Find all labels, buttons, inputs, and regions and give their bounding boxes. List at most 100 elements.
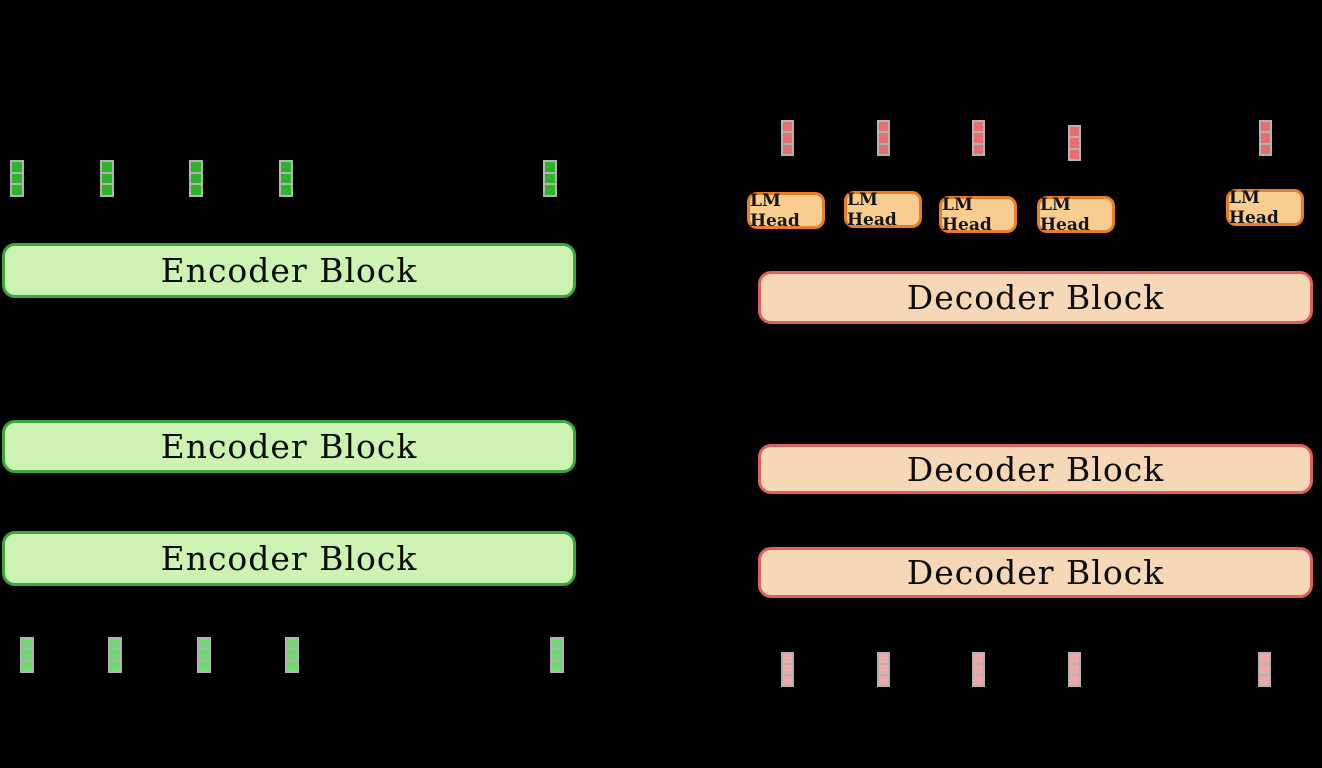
token-cell: [783, 654, 792, 663]
decoder-block-1: Decoder Block: [758, 271, 1313, 324]
token-cell: [974, 144, 983, 154]
decoder-block-3: Decoder Block: [758, 547, 1313, 598]
token-cell: [879, 133, 888, 143]
lm-head-label: LM Head: [750, 190, 800, 231]
token-cell: [191, 185, 201, 196]
token-cell: [287, 639, 297, 649]
encoder-block-label: Encoder Block: [160, 251, 418, 290]
decoder-input-token-column: [972, 652, 985, 687]
token-cell: [879, 665, 888, 674]
decoder-input-token-column: [1258, 652, 1271, 687]
token-cell: [281, 185, 291, 196]
token-cell: [22, 661, 32, 671]
token-cell: [110, 639, 120, 649]
token-cell: [1260, 676, 1269, 685]
token-cell: [879, 122, 888, 132]
token-cell: [281, 173, 291, 184]
decoder-output-token-column: [1259, 120, 1272, 156]
decoder-block-2: Decoder Block: [758, 444, 1313, 494]
decoder-block-label: Decoder Block: [906, 553, 1165, 592]
token-cell: [110, 650, 120, 660]
encoder-hidden-token-column: [189, 160, 203, 197]
encoder-block-2: Encoder Block: [2, 420, 576, 473]
token-cell: [287, 661, 297, 671]
encoder-input-token-column: [108, 637, 122, 673]
token-cell: [1070, 127, 1079, 137]
token-cell: [22, 650, 32, 660]
decoder-output-token-column: [877, 120, 890, 156]
token-cell: [102, 162, 112, 172]
token-cell: [1261, 122, 1270, 132]
decoder-output-token-column: [1068, 125, 1081, 161]
token-cell: [545, 173, 555, 184]
lm-head-label: LM Head: [1229, 187, 1279, 228]
lm-head-box-1: LM Head: [747, 190, 825, 231]
token-cell: [1260, 665, 1269, 674]
lm-head-box-4: LM Head: [1037, 194, 1115, 235]
token-cell: [974, 676, 983, 685]
token-cell: [974, 133, 983, 143]
token-cell: [1070, 138, 1079, 148]
token-cell: [879, 676, 888, 685]
token-cell: [974, 654, 983, 663]
token-cell: [1261, 144, 1270, 154]
lm-head-box-3: LM Head: [939, 194, 1017, 235]
token-cell: [281, 162, 291, 172]
token-cell: [552, 639, 562, 649]
token-cell: [22, 639, 32, 649]
encoder-hidden-token-column: [279, 160, 293, 197]
lm-head-label: LM Head: [847, 189, 897, 230]
token-cell: [110, 661, 120, 671]
token-cell: [1070, 665, 1079, 674]
token-cell: [12, 173, 22, 184]
encoder-block-1: Encoder Block: [2, 243, 576, 298]
decoder-output-token-column: [781, 120, 794, 156]
token-cell: [102, 173, 112, 184]
encoder-hidden-token-column: [10, 160, 24, 197]
token-cell: [191, 162, 201, 172]
token-cell: [287, 650, 297, 660]
encoder-block-label: Encoder Block: [160, 539, 418, 578]
token-cell: [552, 650, 562, 660]
token-cell: [783, 676, 792, 685]
decoder-block-label: Decoder Block: [906, 449, 1165, 489]
token-cell: [1260, 654, 1269, 663]
encoder-block-3: Encoder Block: [2, 531, 576, 586]
encoder-input-token-column: [285, 637, 299, 673]
encoder-hidden-token-column: [100, 160, 114, 197]
lm-head-box-2: LM Head: [844, 189, 922, 230]
token-cell: [974, 122, 983, 132]
token-cell: [545, 162, 555, 172]
token-cell: [1070, 676, 1079, 685]
decoder-input-token-column: [781, 652, 794, 687]
token-cell: [102, 185, 112, 196]
token-cell: [783, 122, 792, 132]
lm-head-box-5: LM Head: [1226, 187, 1304, 228]
token-cell: [199, 650, 209, 660]
token-cell: [879, 144, 888, 154]
token-cell: [545, 185, 555, 196]
token-cell: [199, 661, 209, 671]
decoder-output-token-column: [972, 120, 985, 156]
token-cell: [879, 654, 888, 663]
lm-head-label: LM Head: [942, 194, 992, 235]
decoder-input-token-column: [1068, 652, 1081, 687]
token-cell: [199, 639, 209, 649]
token-cell: [552, 661, 562, 671]
token-cell: [12, 185, 22, 196]
token-cell: [191, 173, 201, 184]
token-cell: [1070, 149, 1079, 159]
token-cell: [1261, 133, 1270, 143]
token-cell: [783, 144, 792, 154]
token-cell: [1070, 654, 1079, 663]
decoder-block-label: Decoder Block: [906, 278, 1165, 317]
encoder-hidden-token-column: [543, 160, 557, 197]
token-cell: [783, 133, 792, 143]
encoder-input-token-column: [20, 637, 34, 673]
decoder-input-token-column: [877, 652, 890, 687]
token-cell: [12, 162, 22, 172]
token-cell: [783, 665, 792, 674]
lm-head-label: LM Head: [1040, 194, 1090, 235]
encoder-input-token-column: [550, 637, 564, 673]
